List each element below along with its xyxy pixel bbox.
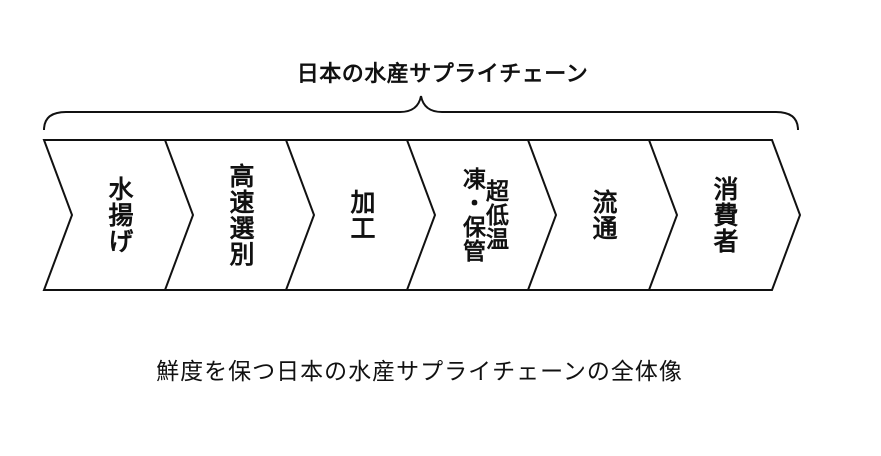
step-label-line: 超低温 xyxy=(481,179,508,251)
step-label-line: 凍・保管 xyxy=(458,167,485,263)
step-label-line: 流通 xyxy=(589,189,618,241)
chevron-step-6 xyxy=(647,139,802,291)
step-label-landing: 水揚げ xyxy=(72,140,167,290)
step-label-line: 加工 xyxy=(347,189,376,241)
step-label-line: 高速選別 xyxy=(226,163,255,267)
step-label-distribution: 流通 xyxy=(556,140,651,290)
step-label-freezing-storage: 超低温 凍・保管 xyxy=(435,140,530,290)
overall-brace xyxy=(43,95,799,131)
step-label-sorting: 高速選別 xyxy=(193,140,288,290)
step-label-line: 水揚げ xyxy=(105,176,134,254)
step-label-line: 消費者 xyxy=(710,176,739,254)
chevron-group xyxy=(42,139,802,291)
diagram-caption: 鮮度を保つ日本の水産サプライチェーンの全体像 xyxy=(156,359,683,385)
step-label-processing: 加工 xyxy=(314,140,409,290)
step-label-consumer: 消費者 xyxy=(677,140,772,290)
diagram-title: 日本の水産サプライチェーン xyxy=(296,62,589,87)
